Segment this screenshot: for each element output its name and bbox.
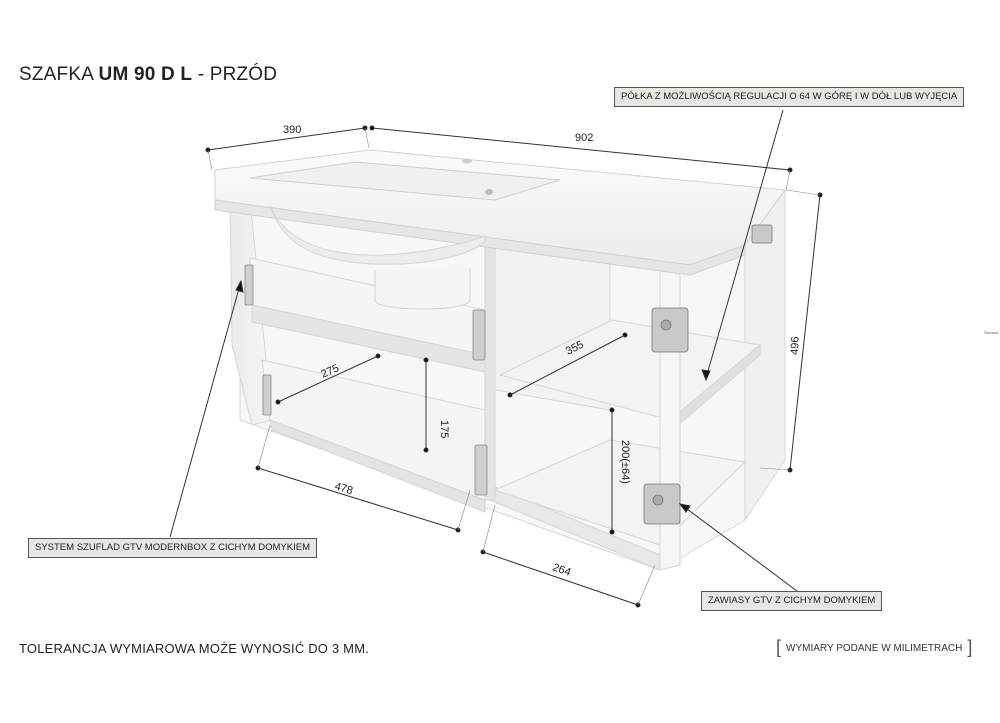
tap-hole: [462, 158, 472, 164]
title-suffix: - PRZÓD: [197, 64, 278, 85]
dim-width: 902: [575, 132, 593, 144]
countertop: [214, 149, 786, 310]
callout-shelf: PÓŁKA Z MOŻLIWOŚCIĄ REGULACJI O 64 W GÓR…: [614, 87, 965, 107]
title-model: UM 90 D L: [98, 64, 193, 85]
units-text: WYMIARY PODANE W MILIMETRACH: [786, 643, 963, 654]
dim-compartment-width: 264: [551, 561, 572, 578]
units-note: [ WYMIARY PODANE W MILIMETRACH]: [776, 637, 972, 658]
drawer-runners: [244, 264, 488, 496]
tolerance-note: TOLERANCJA WYMIAROWA MOŻE WYNOSIĆ DO 3 M…: [19, 641, 370, 656]
title-prefix: SZAFKA: [19, 64, 94, 85]
dim-drawer-width: 478: [333, 480, 354, 497]
leader-lines: [169, 109, 798, 592]
overflow-hole: [485, 189, 493, 195]
callout-hinges: ZAWIASY GTV Z CICHYM DOMYKIEM: [701, 591, 883, 611]
basin: [249, 161, 561, 201]
dim-drawer-height: 175: [438, 420, 450, 438]
bracket-left: [: [776, 637, 782, 657]
tiny-mark: Sklomar: [984, 330, 999, 335]
callout-drawers: SYSTEM SZUFLAD GTV MODERNBOX Z CICHYM DO…: [28, 538, 317, 558]
hinges: [643, 224, 773, 525]
cabinet-body: [229, 188, 786, 571]
dim-depth: 390: [283, 124, 301, 136]
dim-height: 496: [789, 336, 802, 355]
siphon: [374, 268, 471, 310]
bracket-right: ]: [967, 637, 973, 657]
dim-shelf-spacing: 200(±64): [619, 440, 631, 484]
diagram-title: SZAFKA UM 90 D L - PRZÓD: [19, 64, 277, 86]
dimension-lines: [205, 125, 823, 608]
